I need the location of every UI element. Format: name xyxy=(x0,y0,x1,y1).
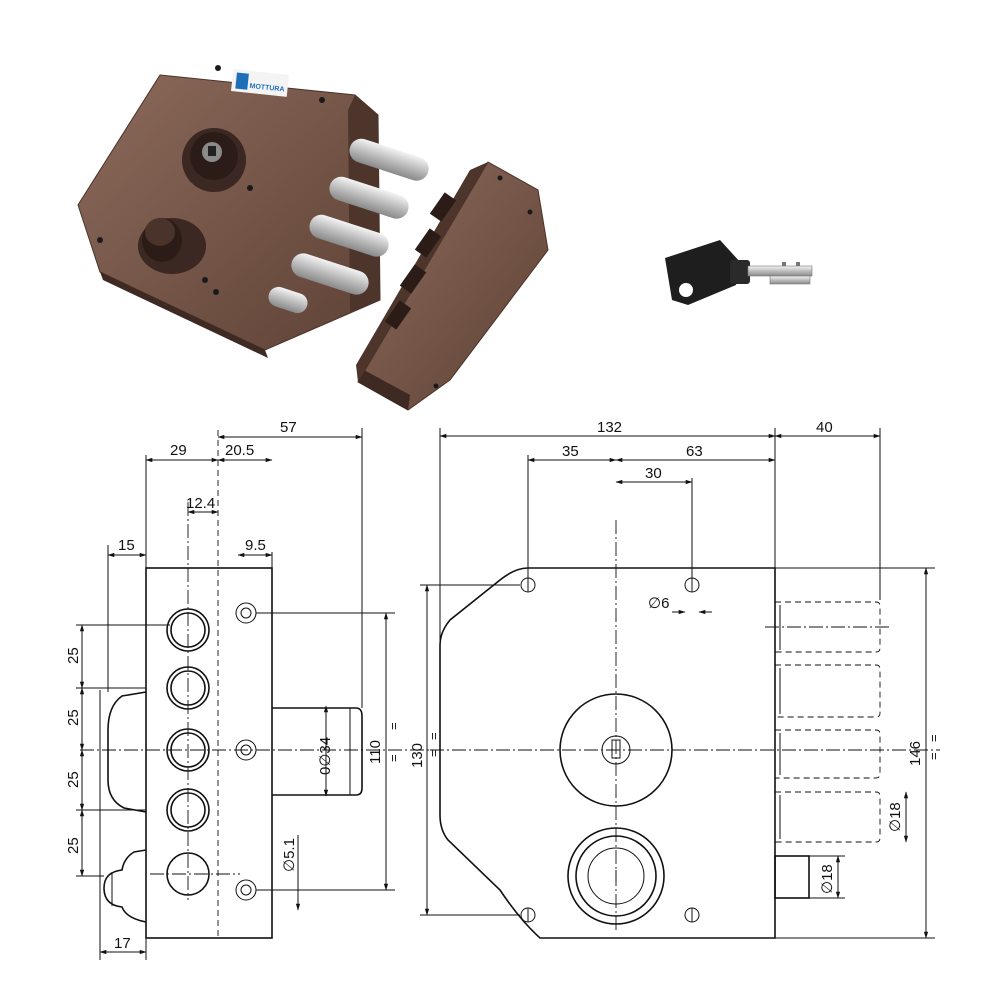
knob-icon xyxy=(138,218,206,274)
bolts-front-icon xyxy=(765,601,890,899)
brand-logo-text: MOTTURA xyxy=(249,83,285,94)
dim-110: 110 xyxy=(367,740,384,764)
dim-146-equal-mark-2: = xyxy=(926,734,941,742)
dim-110-equal-mark: = xyxy=(386,754,401,762)
cylinder-rosette-icon xyxy=(182,128,246,192)
dim-146-equal-mark: = xyxy=(926,752,941,760)
front-view-drawing: 132 40 35 63 30 ∅6 130 = = 146 = = ∅18 ∅… xyxy=(409,419,941,939)
dim-diameter-18-bolt: ∅18 xyxy=(887,802,904,832)
dim-130: 130 xyxy=(409,743,426,768)
dim-130-equal-mark: = xyxy=(426,749,441,757)
lock-body-illustration: MOTTURA xyxy=(77,65,429,358)
bolts-icon xyxy=(268,138,429,314)
dim-25-third: 25 xyxy=(65,771,82,788)
dim-diameter-18-latch: ∅18 xyxy=(819,864,836,894)
dim-40: 40 xyxy=(816,419,833,436)
key-illustration xyxy=(665,240,813,305)
dim-diameter-6: ∅6 xyxy=(648,595,669,612)
dim-12-4: 12.4 xyxy=(186,495,215,512)
dim-17: 17 xyxy=(114,935,131,952)
strike-plate-illustration xyxy=(356,161,549,411)
dim-diameter-5-1: ∅5.1 xyxy=(281,838,298,872)
dim-146: 146 xyxy=(907,741,924,766)
dim-29: 29 xyxy=(170,442,187,459)
dim-diameter-34: 0∅34 xyxy=(317,737,334,775)
dim-63: 63 xyxy=(686,443,703,460)
dim-57: 57 xyxy=(280,419,297,436)
knob-front-icon xyxy=(567,827,665,925)
dim-35: 35 xyxy=(562,443,579,460)
dim-15: 15 xyxy=(118,537,135,554)
dim-25-second: 25 xyxy=(65,709,82,726)
cylinder-front-icon xyxy=(559,693,673,807)
side-view-drawing: 57 29 20.5 12.4 15 9.5 25 25 25 25 110 =… xyxy=(65,419,430,960)
dim-20-5: 20.5 xyxy=(225,442,254,459)
dim-30: 30 xyxy=(645,465,662,482)
dim-110-equal-mark-2: = xyxy=(386,722,401,730)
dim-9-5: 9.5 xyxy=(245,537,266,554)
dim-25-fourth: 25 xyxy=(65,837,82,854)
dim-130-equal-mark-2: = xyxy=(426,732,441,740)
dim-132: 132 xyxy=(597,419,622,436)
dim-25-first: 25 xyxy=(65,647,82,664)
